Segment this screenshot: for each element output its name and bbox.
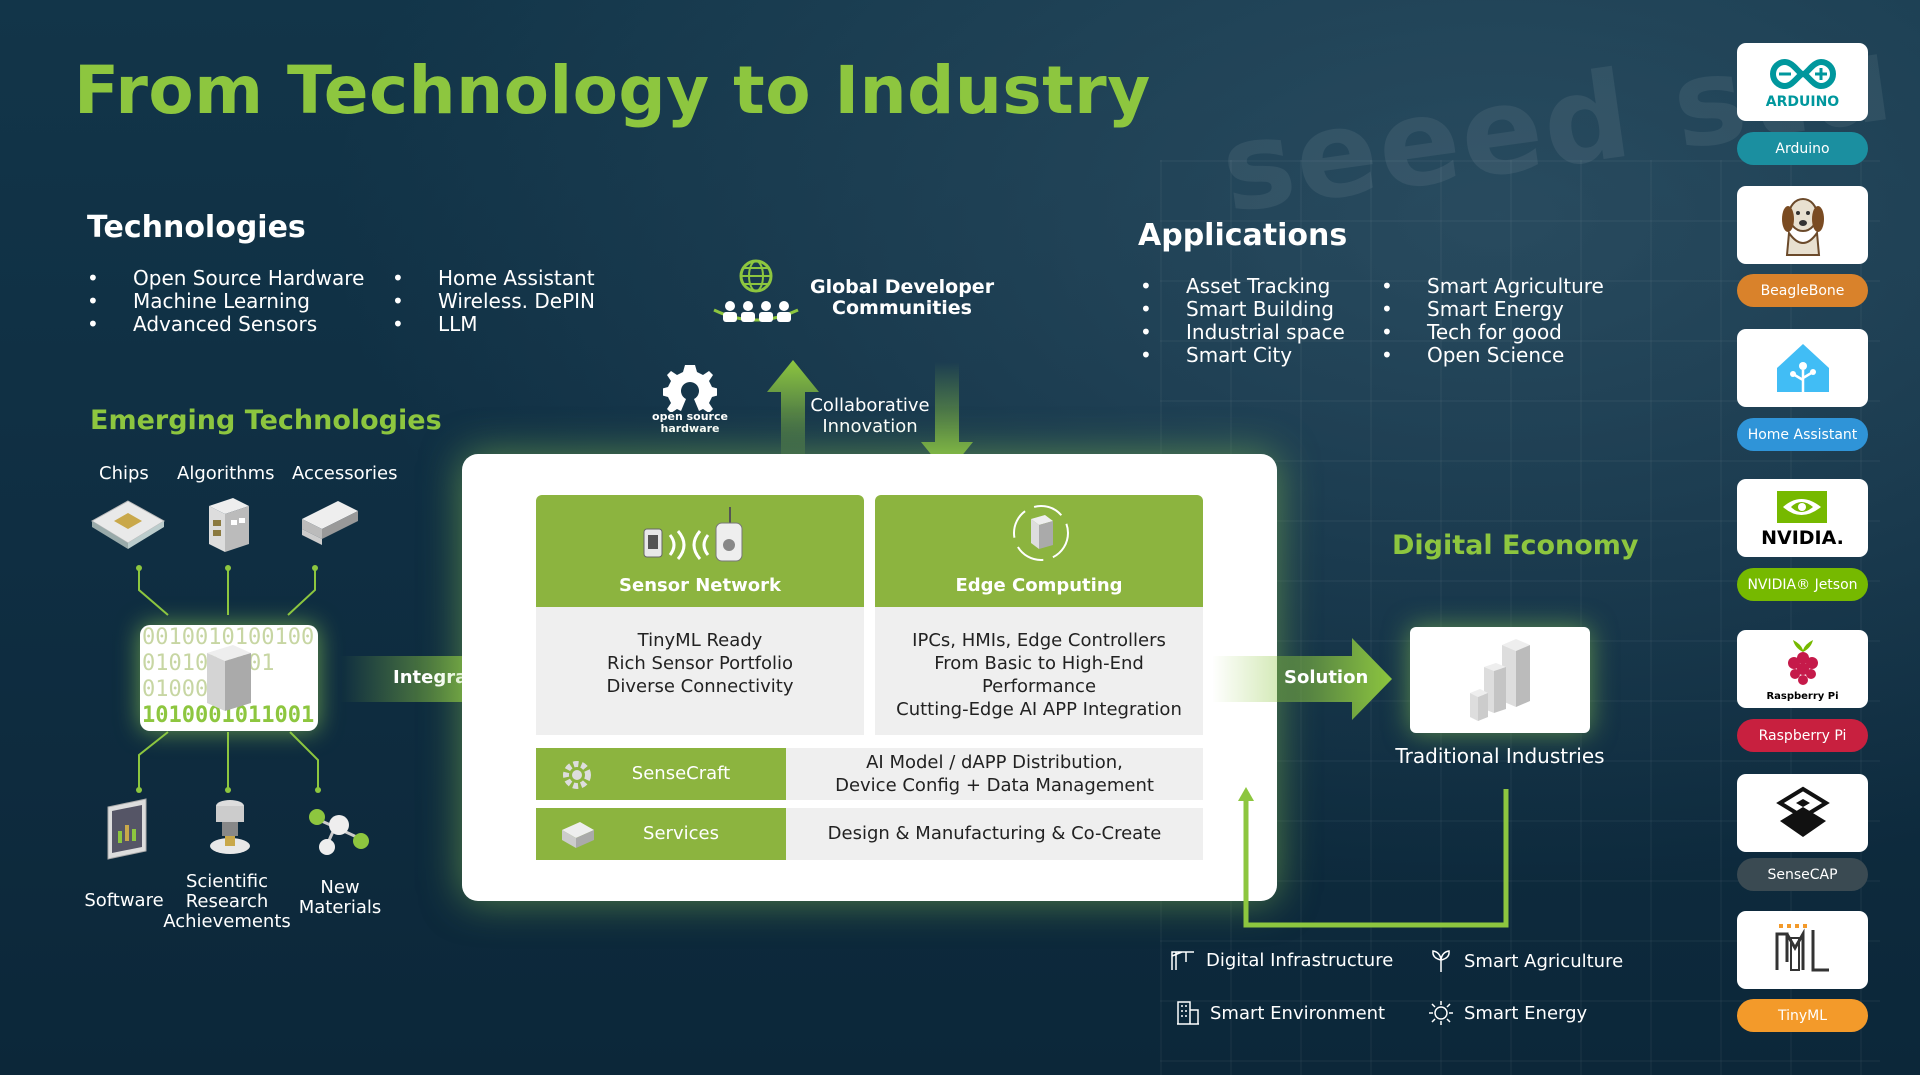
digital-infrastructure-item: Digital Infrastructure: [1170, 948, 1393, 972]
sensor-icon: [643, 507, 743, 562]
list-item: Smart Agriculture: [1381, 275, 1604, 299]
emerging-connectors: [136, 565, 321, 793]
sensor-network-title: Sensor Network: [619, 575, 781, 596]
services-title: Services: [643, 823, 719, 844]
server-stack-icon: [207, 645, 251, 711]
list-item: Asset Tracking: [1140, 275, 1345, 299]
list-item: Open Source Hardware: [87, 267, 364, 291]
gear-icon: [563, 761, 591, 789]
building-icon: [1177, 1001, 1199, 1025]
open-source-hardware-label: open source hardware: [652, 410, 728, 435]
list-item: Industrial space: [1140, 321, 1345, 345]
list-item: LLM: [392, 313, 595, 337]
emerging-heading: Emerging Technologies: [90, 405, 442, 436]
sensor-network-header: Sensor Network: [536, 495, 864, 607]
beaglebone-logo-card[interactable]: [1737, 186, 1868, 264]
services-body: Design & Manufacturing & Co-Create: [786, 808, 1203, 860]
nvidia-eye-icon: [1777, 491, 1828, 523]
binary-chip-box: 0010010100100 0101011001 01000100 101000…: [140, 625, 318, 731]
raspberry-icon: [1787, 640, 1818, 685]
traditional-industries-label: Traditional Industries: [1395, 744, 1605, 768]
scientific-research-label: Scientific Research Achievements: [163, 871, 291, 932]
community-icon: [713, 259, 799, 322]
sensecap-icon: [1775, 786, 1830, 837]
raspberry-pi-logo-card[interactable]: Raspberry Pi: [1737, 630, 1868, 708]
nvidia-logo-card[interactable]: NVIDIA.: [1737, 479, 1868, 557]
list-item: Advanced Sensors: [87, 313, 364, 337]
beagle-dog-icon: [1781, 198, 1824, 256]
page-title: From Technology to Industry: [74, 52, 1151, 129]
list-item: Smart Energy: [1381, 298, 1604, 322]
crane-icon: [1171, 951, 1194, 970]
sensecraft-title: SenseCraft: [631, 763, 731, 784]
smart-agriculture-item: Smart Agriculture: [1428, 948, 1623, 974]
sensecraft-label-box: SenseCraft: [536, 748, 786, 800]
list-item: Machine Learning: [87, 290, 364, 314]
services-box-icon: [562, 822, 594, 848]
list-item: Smart City: [1140, 344, 1345, 368]
collaborative-innovation-label: Collaborative Innovation: [810, 395, 930, 437]
research-icon: [210, 800, 250, 854]
home-assistant-logo-card[interactable]: [1737, 329, 1868, 407]
services-label-box: Services: [536, 808, 786, 860]
edge-computing-header: Edge Computing: [875, 495, 1203, 607]
edge-computing-title: Edge Computing: [955, 575, 1123, 596]
up-arrow: [767, 360, 819, 470]
chip-icon: [91, 500, 165, 549]
edge-computing-body: IPCs, HMIs, Edge Controllers From Basic …: [875, 607, 1203, 735]
accessories-icon: [302, 501, 358, 545]
home-assistant-pill[interactable]: Home Assistant: [1737, 418, 1868, 451]
technologies-list-1: Open Source Hardware Machine Learning Ad…: [87, 267, 364, 337]
algorithm-server-icon: [209, 498, 249, 552]
applications-list-1: Asset Tracking Smart Building Industrial…: [1140, 275, 1345, 368]
software-icon: [107, 798, 147, 860]
tinyml-logo-card[interactable]: [1737, 911, 1868, 989]
applications-heading: Applications: [1138, 218, 1348, 253]
open-source-hardware-icon: [663, 365, 717, 412]
industry-building-icon: [1470, 639, 1530, 721]
home-assistant-icon: [1776, 344, 1829, 392]
core-platform-panel: Sensor Network TinyML Ready Rich Sensor …: [462, 454, 1277, 901]
new-materials-icon: [309, 809, 369, 855]
sensecap-pill[interactable]: SenseCAP: [1737, 858, 1868, 891]
arduino-logo-card[interactable]: ARDUINO: [1737, 43, 1868, 121]
smart-environment-item: Smart Environment: [1176, 1000, 1385, 1026]
community-label: Global Developer Communities: [810, 276, 995, 319]
chips-label: Chips: [99, 463, 149, 484]
list-item: Open Science: [1381, 344, 1604, 368]
sensecap-logo-card[interactable]: [1737, 774, 1868, 852]
tinyml-icon: [1775, 924, 1829, 972]
raspberry-pi-pill[interactable]: Raspberry Pi: [1737, 719, 1868, 752]
plant-icon: [1432, 950, 1450, 972]
edge-device-icon: [1013, 505, 1069, 561]
list-item: Smart Building: [1140, 298, 1345, 322]
solution-arrow: [1212, 638, 1392, 720]
technologies-heading: Technologies: [87, 210, 306, 245]
arduino-pill[interactable]: Arduino: [1737, 132, 1868, 165]
solution-label: Solution: [1284, 667, 1369, 688]
traditional-industries-box: [1410, 627, 1590, 733]
software-label: Software: [84, 890, 164, 911]
list-item: Wireless. DePIN: [392, 290, 595, 314]
technologies-list-2: Home Assistant Wireless. DePIN LLM: [392, 267, 595, 337]
sensor-network-body: TinyML Ready Rich Sensor Portfolio Diver…: [536, 607, 864, 735]
tinyml-pill[interactable]: TinyML: [1737, 999, 1868, 1032]
new-materials-label: New Materials: [298, 877, 382, 918]
smart-energy-item: Smart Energy: [1428, 1000, 1587, 1026]
applications-list-2: Smart Agriculture Smart Energy Tech for …: [1381, 275, 1604, 368]
feedback-loop-arrow: [1238, 787, 1509, 928]
list-item: Home Assistant: [392, 267, 595, 291]
accessories-label: Accessories: [292, 463, 398, 484]
nvidia-pill[interactable]: NVIDIA® Jetson: [1737, 568, 1868, 601]
algorithms-label: Algorithms: [177, 463, 275, 484]
beaglebone-pill[interactable]: BeagleBone: [1737, 274, 1868, 307]
sun-icon: [1429, 1001, 1453, 1025]
list-item: Tech for good: [1381, 321, 1604, 345]
digital-economy-heading: Digital Economy: [1392, 530, 1639, 561]
sensecraft-body: AI Model / dAPP Distribution, Device Con…: [786, 748, 1203, 800]
down-arrow: [921, 362, 973, 474]
arduino-infinity-icon: [1769, 58, 1836, 90]
